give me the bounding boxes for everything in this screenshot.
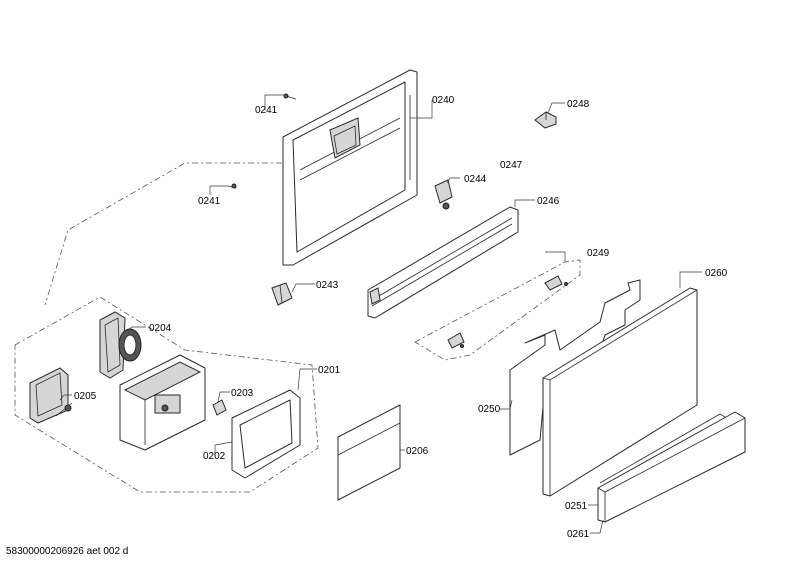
label-0206: 0206 — [406, 446, 429, 457]
control-unit — [119, 354, 206, 451]
label-0246: 0246 — [537, 196, 560, 207]
gasket-frame — [231, 389, 301, 479]
label-0241-lower: 0241 — [198, 196, 221, 207]
screw-lower — [227, 183, 237, 189]
label-0203: 0203 — [231, 388, 254, 399]
inner-door-frame — [282, 69, 418, 266]
plug-part — [212, 399, 227, 416]
dash-outline-door-group — [14, 162, 319, 493]
label-0247: 0247 — [500, 160, 523, 171]
module-box — [29, 367, 73, 424]
label-0204: 0204 — [149, 323, 172, 334]
label-0244: 0244 — [464, 174, 487, 185]
door-rail — [367, 206, 519, 319]
label-0240: 0240 — [432, 95, 455, 106]
label-0241-upper: 0241 — [255, 105, 278, 116]
label-0205: 0205 — [74, 391, 97, 402]
drawing-code: 58300000206926 aet 002 d — [6, 546, 129, 557]
side-bracket — [271, 282, 293, 306]
bracket-pieces — [447, 275, 568, 349]
outer-door-panel — [542, 287, 698, 497]
label-0261: 0261 — [567, 529, 590, 540]
bottom-strip — [597, 411, 746, 523]
label-0202: 0202 — [203, 451, 226, 462]
screw-upper — [283, 93, 297, 100]
leader-lines — [59, 94, 702, 534]
label-0248: 0248 — [567, 99, 590, 110]
label-0250: 0250 — [478, 404, 501, 415]
hinge-part — [434, 179, 453, 210]
handle-frame — [99, 311, 126, 379]
label-0243: 0243 — [316, 280, 339, 291]
insulation-sheet — [337, 404, 401, 501]
clip-part — [534, 111, 557, 129]
label-0249: 0249 — [587, 248, 610, 259]
label-0260: 0260 — [705, 268, 728, 279]
handle-ring — [118, 328, 142, 362]
label-0251: 0251 — [565, 501, 588, 512]
label-0201: 0201 — [318, 365, 341, 376]
